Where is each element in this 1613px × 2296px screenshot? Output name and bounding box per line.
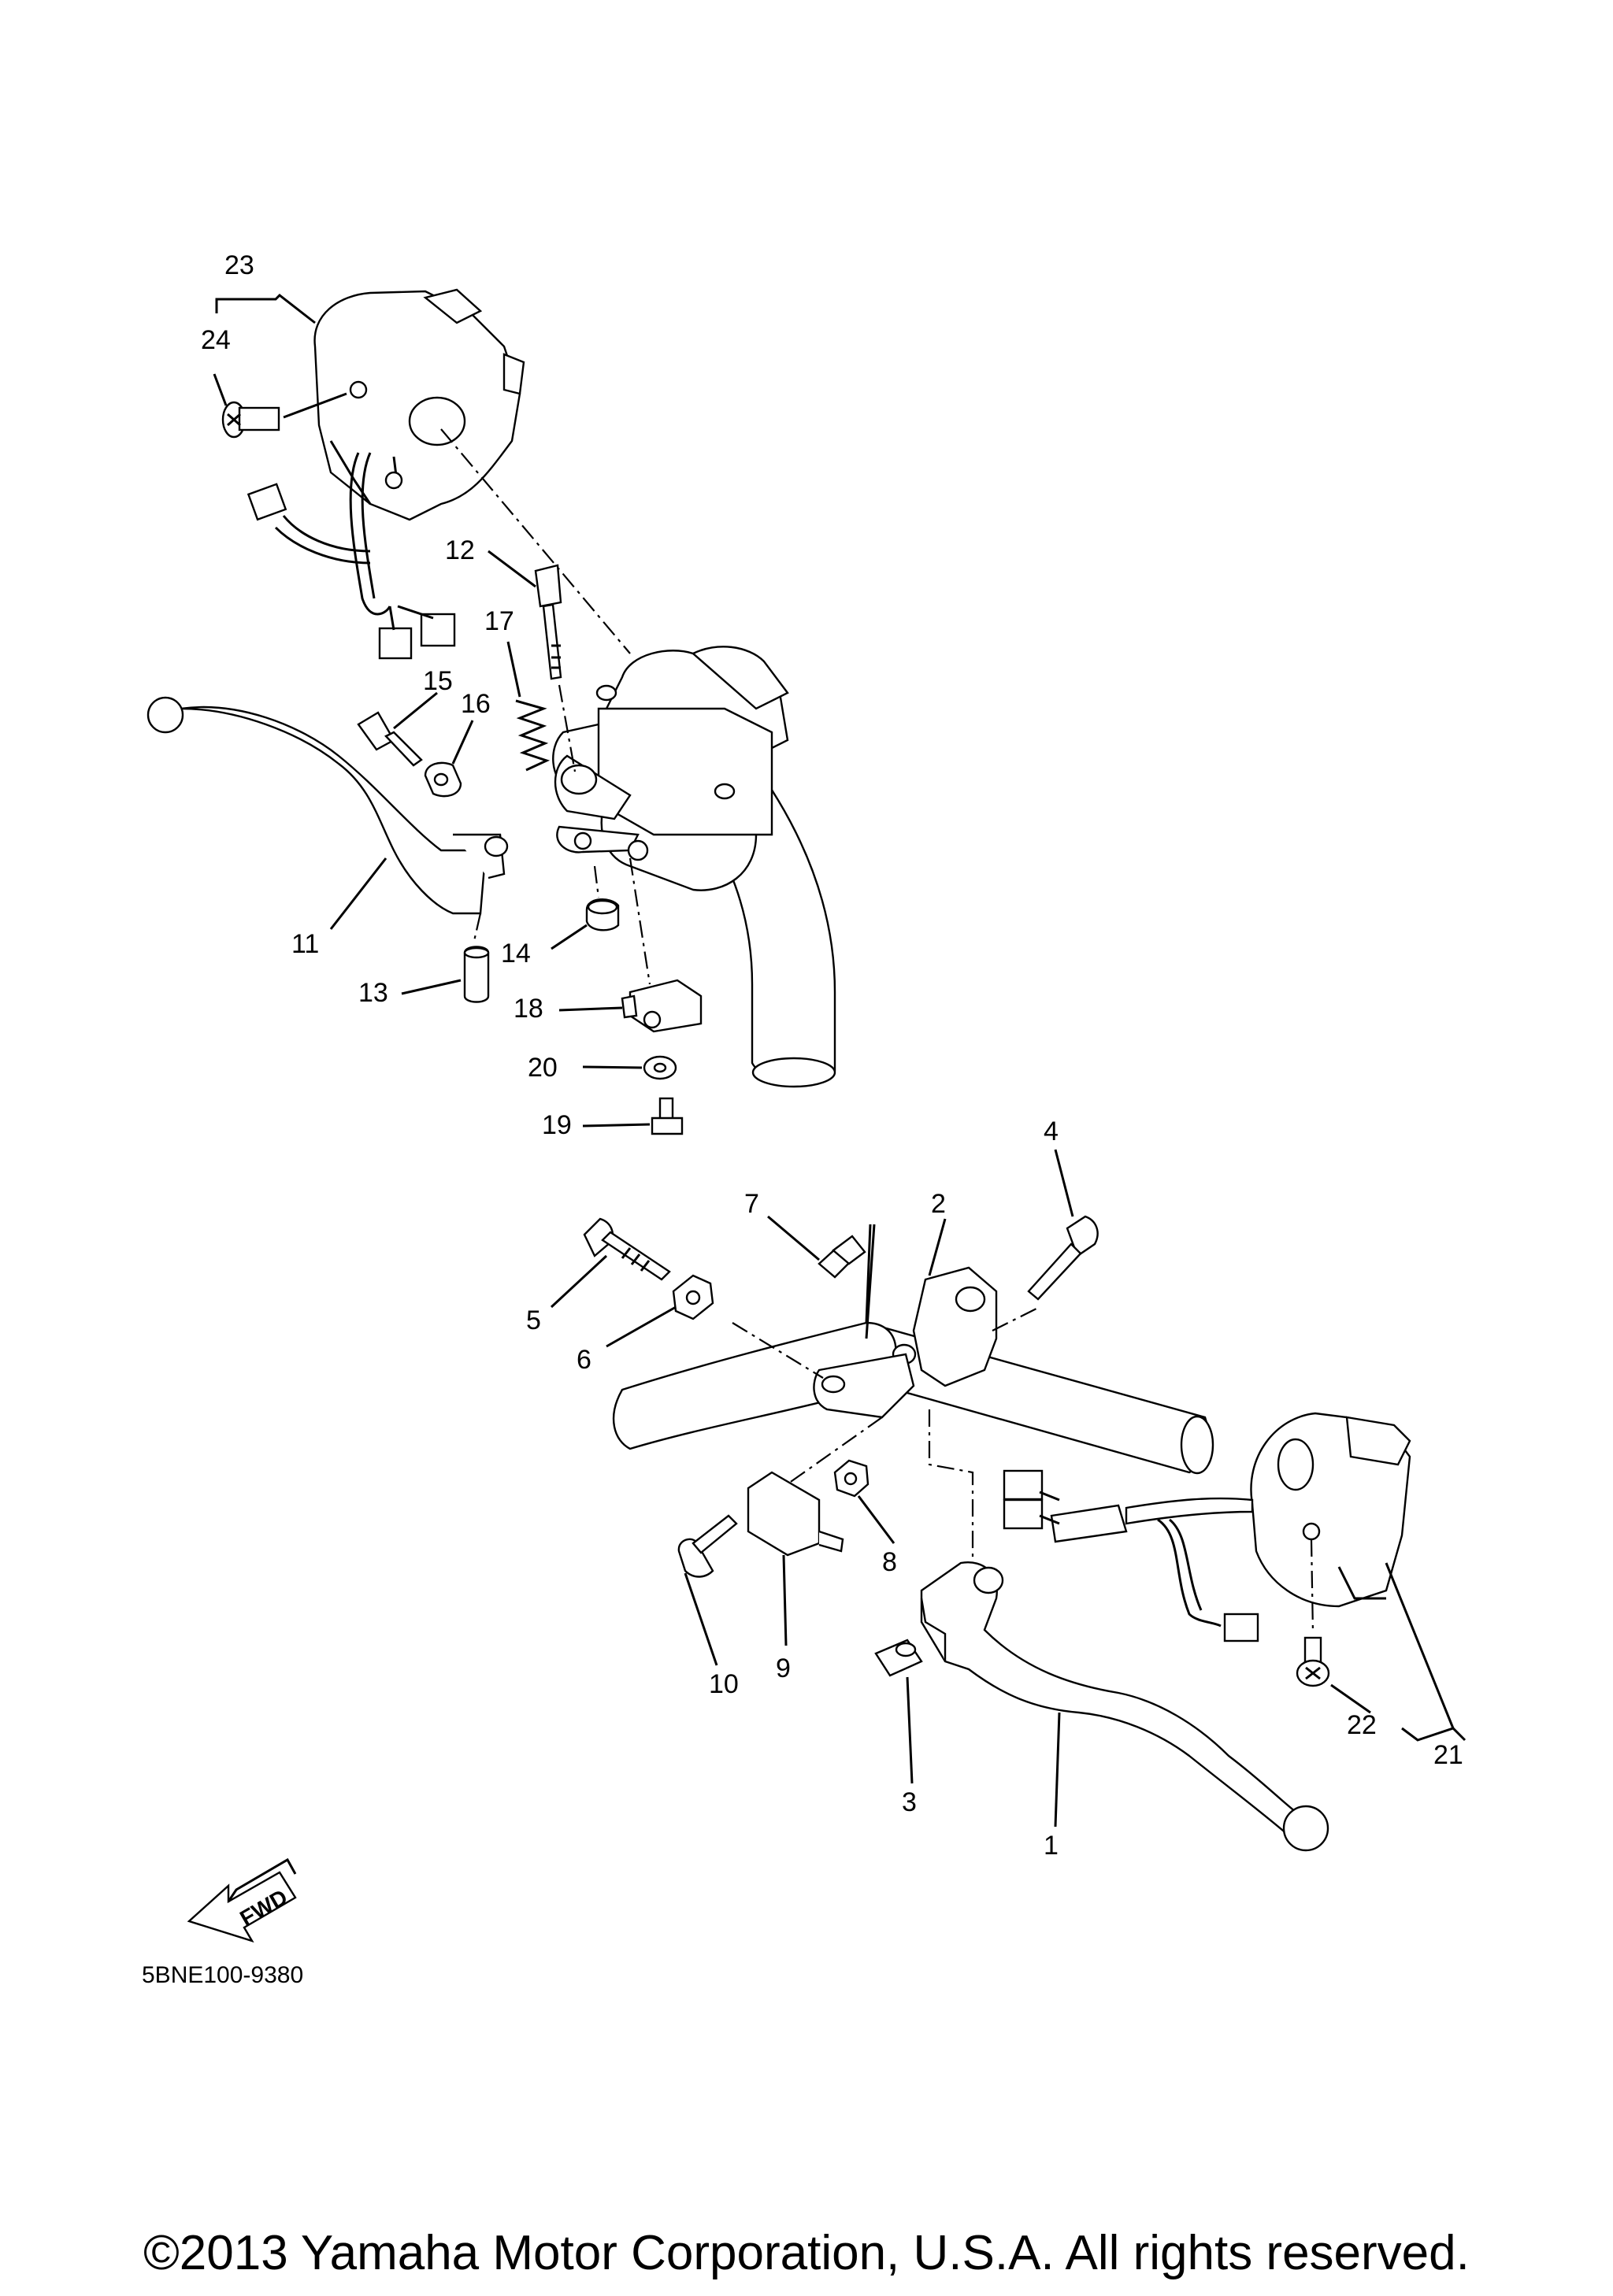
switch-wiring-right bbox=[1003, 1469, 1259, 1642]
part-1-lever bbox=[920, 1561, 1329, 1852]
part-3-collar bbox=[874, 1639, 923, 1784]
part-14-nut bbox=[551, 865, 620, 950]
callout-21: 21 bbox=[1433, 1740, 1463, 1770]
part-7-screw bbox=[767, 1215, 866, 1279]
callout-6: 6 bbox=[577, 1345, 591, 1375]
callout-1: 1 bbox=[1044, 1831, 1059, 1861]
callout-10: 10 bbox=[709, 1669, 739, 1699]
part-16-nut bbox=[424, 720, 474, 798]
callout-18: 18 bbox=[514, 994, 543, 1024]
part-5-bolt bbox=[550, 1217, 671, 1309]
bracket-23-24 bbox=[215, 294, 316, 324]
callout-7: 7 bbox=[744, 1189, 759, 1219]
part-23-handlebar-switch-left bbox=[313, 288, 525, 521]
callout-5: 5 bbox=[526, 1305, 541, 1335]
callout-13: 13 bbox=[358, 978, 388, 1008]
callout-4: 4 bbox=[1044, 1117, 1059, 1146]
part-10-screw bbox=[677, 1514, 738, 1666]
callout-8: 8 bbox=[882, 1547, 897, 1577]
part-6-nut bbox=[606, 1274, 714, 1348]
part-20-washer bbox=[582, 1055, 677, 1080]
callout-12: 12 bbox=[445, 535, 475, 565]
part-9-brake-switch bbox=[747, 1471, 844, 1646]
callout-20: 20 bbox=[528, 1053, 558, 1083]
part-21-handlebar-switch-right bbox=[1250, 1412, 1411, 1608]
callout-2: 2 bbox=[931, 1189, 946, 1219]
dashline-4-to-holder bbox=[992, 1306, 1040, 1331]
callout-3: 3 bbox=[902, 1787, 917, 1817]
part-22-screw bbox=[1296, 1539, 1371, 1714]
callout-19: 19 bbox=[542, 1110, 572, 1140]
callout-16: 16 bbox=[461, 689, 491, 719]
callout-14: 14 bbox=[501, 939, 531, 968]
part-4-bolt bbox=[1027, 1149, 1099, 1301]
dashline-5-to-holder bbox=[732, 1322, 824, 1379]
dashline-holder-to-lever bbox=[928, 1409, 974, 1559]
callout-15: 15 bbox=[423, 666, 453, 696]
bracket-21-22 bbox=[1401, 1727, 1467, 1742]
callout-24: 24 bbox=[201, 325, 231, 355]
handlebar-grip-lower bbox=[612, 1321, 1214, 1475]
callout-22: 22 bbox=[1347, 1710, 1377, 1740]
part-11-lever bbox=[146, 696, 509, 942]
fwd-arrow-icon: FWD bbox=[187, 1857, 297, 1943]
part-13-collar bbox=[401, 946, 490, 1003]
switch-wiring-left bbox=[247, 452, 456, 660]
part-18-brake-switch bbox=[558, 857, 703, 1033]
part-15-bolt bbox=[357, 691, 438, 767]
part-12-bolt bbox=[488, 550, 577, 772]
part-17-spring bbox=[506, 641, 551, 772]
callout-23: 23 bbox=[224, 250, 254, 280]
copyright-notice: ©2013 Yamaha Motor Corporation, U.S.A. A… bbox=[143, 2226, 1470, 2280]
part-2-lever-holder bbox=[813, 1218, 998, 1419]
callout-11: 11 bbox=[291, 929, 319, 959]
diagram-code: 5BNE100-9380 bbox=[142, 1962, 303, 1988]
part-8-nut bbox=[833, 1459, 895, 1544]
callout-17: 17 bbox=[484, 606, 514, 636]
part-24-screw bbox=[221, 392, 347, 439]
part-19-screw bbox=[582, 1097, 684, 1135]
dashline-switch-to-cylinder bbox=[440, 428, 631, 654]
callout-9: 9 bbox=[776, 1653, 791, 1683]
leader-24 bbox=[213, 373, 228, 406]
master-cylinder bbox=[552, 646, 789, 891]
